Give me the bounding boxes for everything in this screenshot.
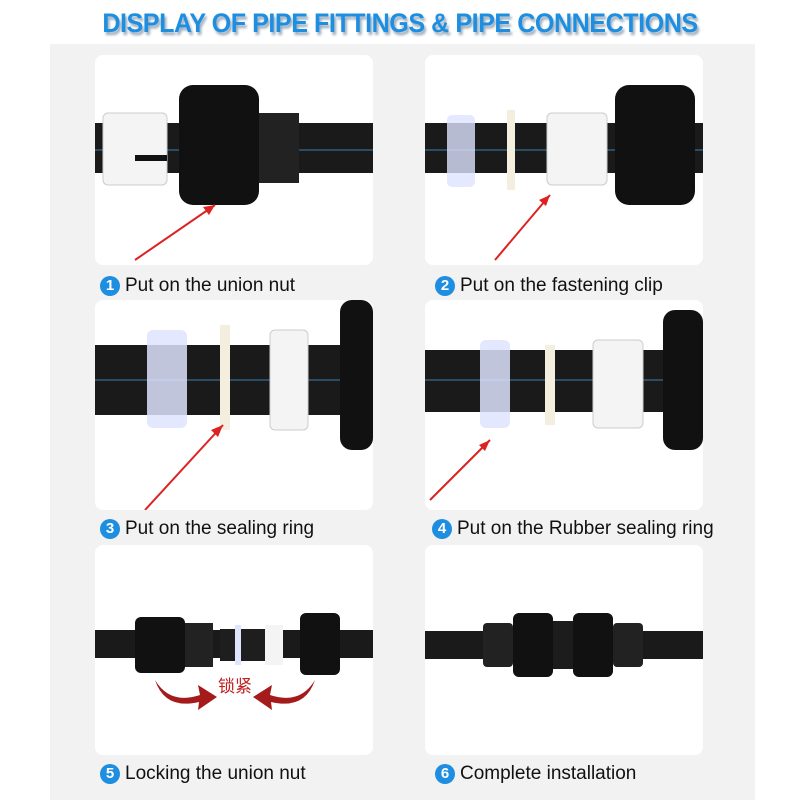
step-label: Put on the union nut [125, 275, 296, 296]
step-number-badge: 1 [100, 276, 120, 296]
step-number-badge: 4 [432, 519, 452, 539]
step-5-image: 锁紧 [95, 545, 373, 755]
lock-annotation: 锁紧 [218, 677, 252, 696]
step-4-image [425, 300, 703, 510]
page-title: DISPLAY OF PIPE FITTINGS & PIPE CONNECTI… [102, 8, 698, 38]
step-number-badge: 2 [435, 276, 455, 296]
step-number-badge: 6 [435, 764, 455, 784]
step-number-badge: 5 [100, 764, 120, 784]
step-3-image [95, 300, 373, 510]
step-label: Put on the Rubber sealing ring [457, 518, 714, 539]
step-label: Complete installation [460, 763, 637, 784]
step-6-image [425, 545, 703, 755]
step-label: Locking the union nut [125, 763, 306, 784]
step-2-image [425, 55, 703, 265]
step-1-image [95, 55, 373, 265]
step-number-badge: 3 [100, 519, 120, 539]
step-label: Put on the fastening clip [460, 275, 663, 296]
step-label: Put on the sealing ring [125, 518, 315, 539]
